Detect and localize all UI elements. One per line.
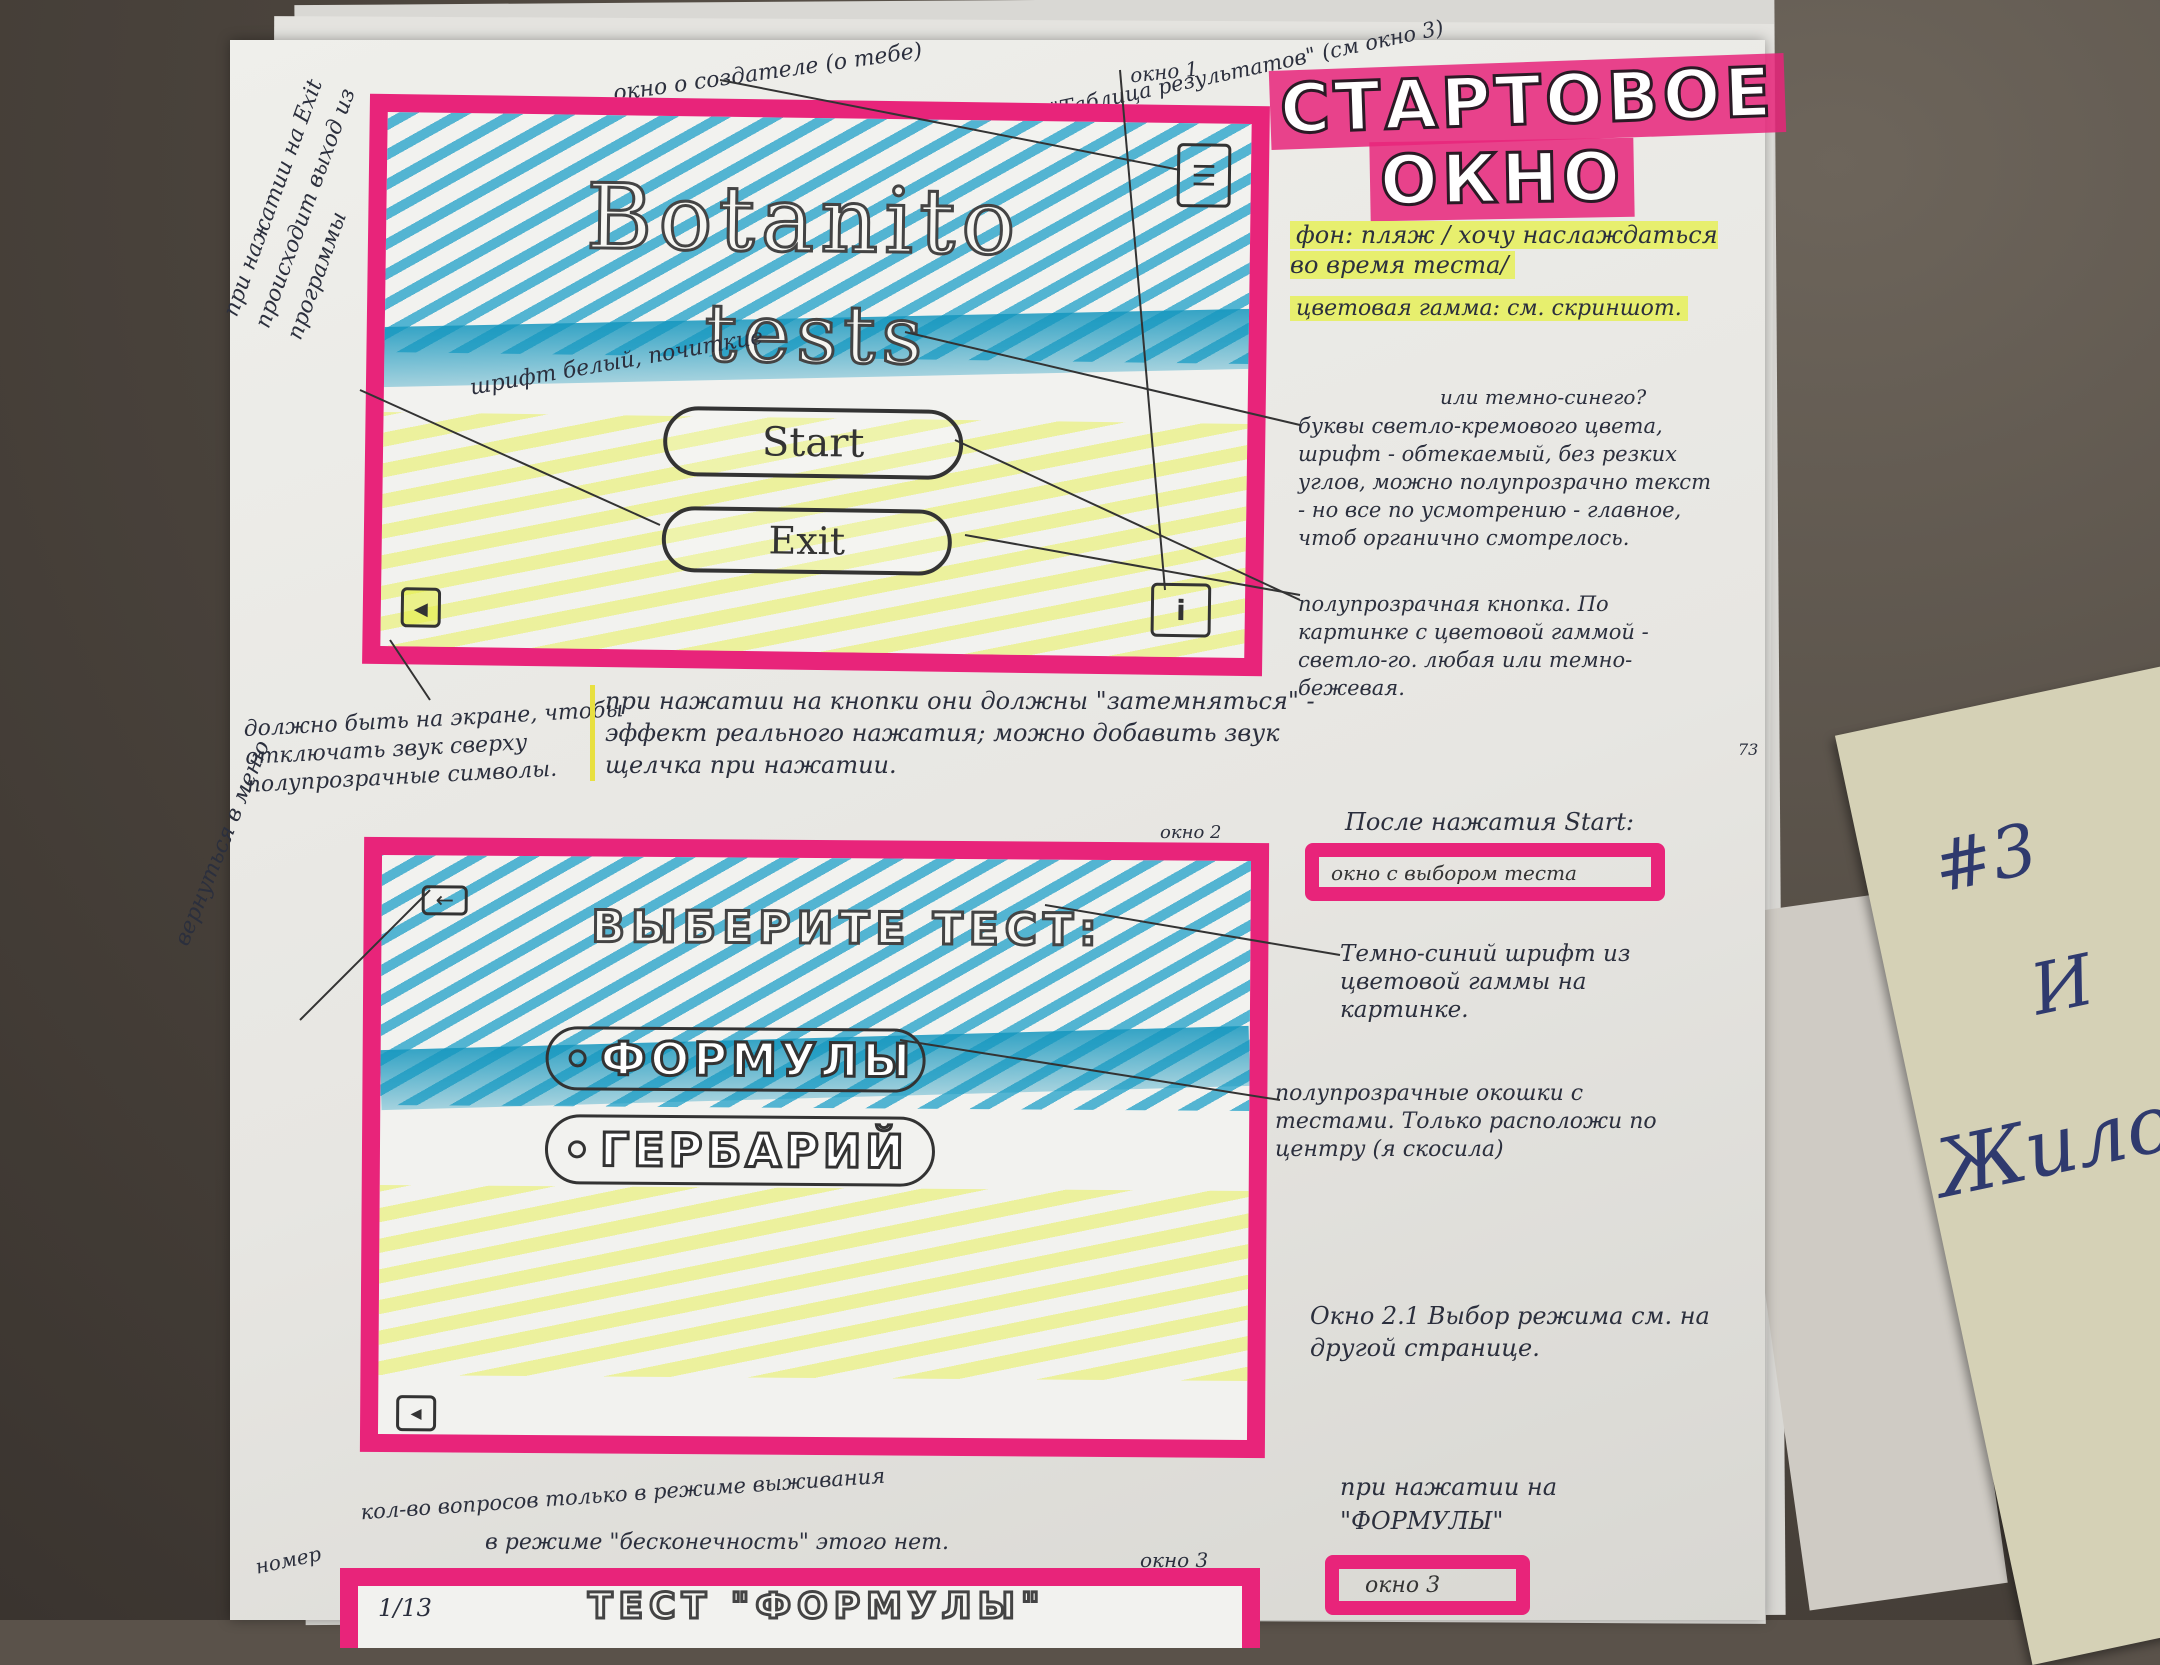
herbarium-bullet-icon: [567, 1140, 587, 1159]
palette-note-text: цветовая гамма: см. скриншот.: [1290, 296, 1688, 321]
window-choice-text: окно с выбором теста: [1331, 861, 1577, 885]
choose-test-title: ВЫБЕРИТЕ ТЕСТ:: [590, 900, 1104, 958]
question-counter: 1/13: [378, 1594, 432, 1622]
alt-color-note: или темно-синего?: [1440, 385, 1647, 409]
test-window-sketch: 1/13 ТЕСТ "ФОРМУЛЫ": [340, 1568, 1260, 1648]
info-icon[interactable]: i: [1150, 582, 1212, 638]
window2-label: окно 2: [1160, 822, 1222, 843]
sound-icon-2[interactable]: ◂: [396, 1395, 437, 1432]
sand-hatching-2: [378, 1184, 1249, 1382]
start-button[interactable]: Start: [662, 405, 964, 481]
test-title: ТЕСТ "ФОРМУЛЫ": [587, 1586, 1046, 1629]
window3-box-text: окно 3: [1365, 1573, 1441, 1598]
formulas-bullet-icon: [568, 1049, 587, 1068]
press-note: при нажатии на кнопки они должны "затемн…: [590, 685, 1365, 781]
mode-selection-note: Окно 2.1 Выбор режима см. на другой стра…: [1310, 1302, 1710, 1362]
palette-note: цветовая гамма: см. скриншот.: [1290, 294, 1730, 324]
window3-box: окно 3: [1325, 1555, 1530, 1615]
test-choice-window-sketch: ВЫБЕРИТЕ ТЕСТ: ФОРМУЛЫ ГЕРБАРИЙ ← ◂: [359, 836, 1270, 1459]
window-choice-box: окно с выбором теста: [1305, 843, 1665, 901]
endless-mode-note: в режиме "бесконечность" этого нет.: [485, 1530, 949, 1555]
window2-windows-note: полупрозрачные окошки с тестами. Только …: [1275, 1081, 1657, 1162]
side-note-text-3: Жило: [1927, 1074, 2160, 1216]
back-to-menu-icon[interactable]: ←: [421, 885, 468, 916]
sound-icon[interactable]: ◂: [400, 587, 442, 628]
letters-note: буквы светло-кремового цвета, шрифт - об…: [1298, 414, 1711, 550]
button-note: полупрозрачная кнопка. По картинке с цве…: [1298, 592, 1649, 700]
page-number: 73: [1738, 740, 1759, 759]
main-heading-line2: ОКНО: [1369, 136, 1635, 223]
press-formulas-note: при нажатии на "ФОРМУЛЫ": [1340, 1473, 1558, 1535]
after-start-heading: После нажатия Start:: [1345, 808, 1634, 836]
results-table-icon[interactable]: ☰: [1176, 143, 1232, 208]
window2-font-note: Темно-синий шрифт из цветовой гаммы на к…: [1340, 941, 1631, 1023]
herbarium-choice[interactable]: ГЕРБАРИЙ: [544, 1114, 936, 1187]
formulas-choice-label: ФОРМУЛЫ: [599, 1030, 916, 1089]
formulas-choice[interactable]: ФОРМУЛЫ: [545, 1026, 926, 1093]
app-title-line1: Botanito: [584, 163, 1024, 277]
exit-button[interactable]: Exit: [661, 505, 953, 576]
side-note-text-1: #3: [1926, 807, 2045, 909]
herbarium-choice-label: ГЕРБАРИЙ: [598, 1121, 909, 1180]
background-note: фон: пляж / хочу наслаждаться во время т…: [1290, 220, 1730, 280]
background-note-text: фон: пляж / хочу наслаждаться во время т…: [1290, 221, 1718, 279]
side-note-text-2: И: [2023, 938, 2101, 1032]
